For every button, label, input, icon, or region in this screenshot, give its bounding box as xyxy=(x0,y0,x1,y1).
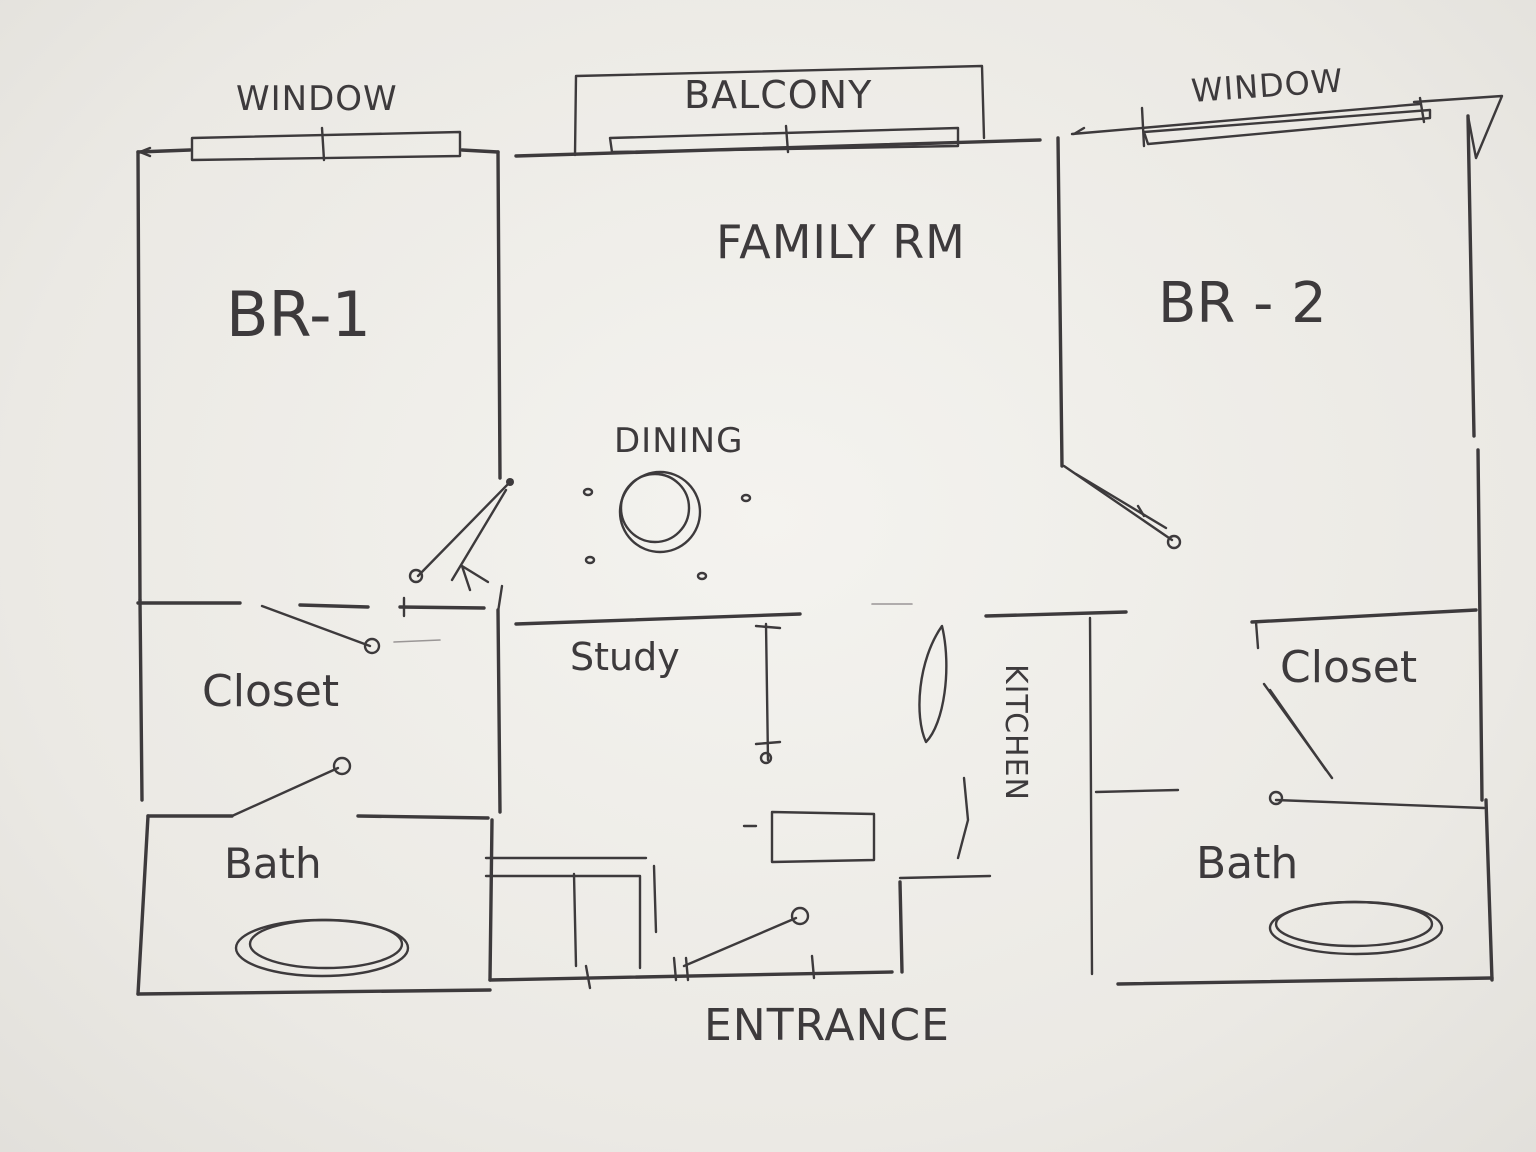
closet-right-walls xyxy=(1094,608,1486,810)
label-window-right: WINDOW xyxy=(1190,61,1345,110)
door-br2 xyxy=(1062,464,1182,550)
door-br1 xyxy=(402,478,514,618)
dining-table xyxy=(582,470,752,581)
label-balcony: BALCONY xyxy=(684,73,872,117)
bath-left xyxy=(136,818,494,996)
study-walls xyxy=(514,603,1128,765)
br1-walls xyxy=(136,148,502,814)
bath-right xyxy=(1116,900,1494,986)
kitchen xyxy=(898,616,1094,976)
label-dining: DINING xyxy=(614,421,743,461)
arrow-mark xyxy=(138,146,152,158)
balcony xyxy=(514,64,1042,158)
arrow-mark-right xyxy=(1072,126,1086,136)
label-bath-left: Bath xyxy=(224,839,322,888)
label-kitchen: KITCHEN xyxy=(998,664,1033,801)
counter xyxy=(742,810,876,864)
label-closet-right: Closet xyxy=(1280,642,1417,693)
label-window-left: WINDOW xyxy=(236,79,398,119)
label-study: Study xyxy=(570,635,680,679)
label-br1: BR-1 xyxy=(226,278,371,351)
window-left xyxy=(190,126,462,162)
window-right xyxy=(1070,94,1504,160)
label-br2: BR - 2 xyxy=(1158,271,1327,336)
label-family-rm: FAMILY RM xyxy=(716,215,966,269)
label-entrance: ENTRANCE xyxy=(704,1000,950,1051)
entrance-foyer xyxy=(484,856,894,990)
label-bath-right: Bath xyxy=(1196,838,1298,889)
br2-walls xyxy=(1056,114,1494,982)
closet-left-walls xyxy=(136,604,490,996)
label-closet-left: Closet xyxy=(202,666,339,717)
